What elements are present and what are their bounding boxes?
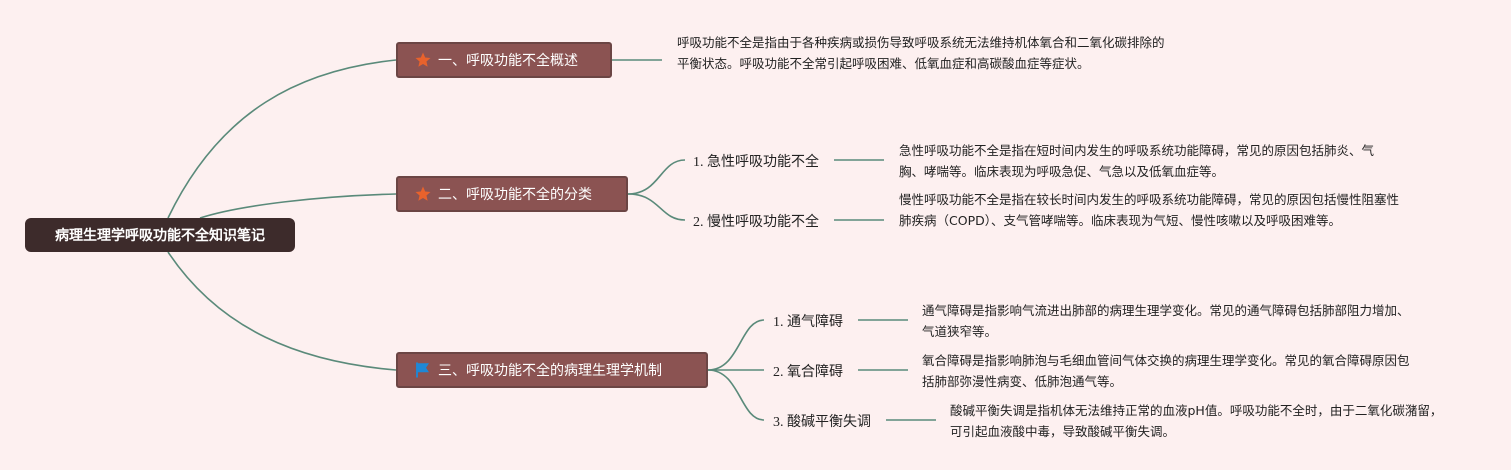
branch-mechanism-label: 三、呼吸功能不全的病理生理学机制 bbox=[438, 363, 662, 379]
connector-branch-2-child-1 bbox=[627, 159, 686, 195]
star-icon bbox=[414, 51, 432, 69]
branch-overview-description: 呼吸功能不全是指由于各种疾病或损伤导致呼吸系统无法维持机体氧合和二氧化碳排除的平… bbox=[677, 35, 1165, 71]
connector-root-branch-3 bbox=[167, 251, 397, 371]
subtopic-ventilation[interactable]: 1. 通气障碍 bbox=[773, 315, 843, 330]
branch-classification-label: 二、呼吸功能不全的分类 bbox=[438, 187, 592, 203]
connector-root-branch-2 bbox=[199, 193, 397, 219]
flag-icon bbox=[414, 361, 432, 379]
subtopic-oxygenation-description: 氧合障碍是指影响肺泡与毛细血管间气体交换的病理生理学变化。常见的氧合障碍原因包括… bbox=[922, 353, 1410, 389]
subtopic-oxygenation[interactable]: 2. 氧合障碍 bbox=[773, 365, 843, 380]
branch-mechanism[interactable]: 三、呼吸功能不全的病理生理学机制 bbox=[396, 352, 708, 388]
branch-overview-label: 一、呼吸功能不全概述 bbox=[438, 53, 578, 69]
star-icon bbox=[414, 185, 432, 203]
connector-branch-3-child-1 bbox=[707, 319, 765, 371]
branch-classification[interactable]: 二、呼吸功能不全的分类 bbox=[396, 176, 628, 212]
subtopic-ventilation-description: 通气障碍是指影响气流进出肺部的病理生理学变化。常见的通气障碍包括肺部阻力增加、气… bbox=[922, 303, 1410, 339]
connector-branch-3-child-3 bbox=[707, 369, 765, 421]
subtopic-acute[interactable]: 1. 急性呼吸功能不全 bbox=[693, 155, 819, 170]
subtopic-acid-base[interactable]: 3. 酸碱平衡失调 bbox=[773, 415, 871, 430]
subtopic-chronic-description: 慢性呼吸功能不全是指在较长时间内发生的呼吸系统功能障碍，常见的原因包括慢性阻塞性… bbox=[899, 192, 1400, 228]
subtopic-acute-description: 急性呼吸功能不全是指在短时间内发生的呼吸系统功能障碍，常见的原因包括肺炎、气胸、… bbox=[899, 143, 1375, 179]
subtopic-acid-base-description: 酸碱平衡失调是指机体无法维持正常的血液pH值。呼吸功能不全时，由于二氧化碳潴留，… bbox=[950, 403, 1443, 439]
branch-overview[interactable]: 一、呼吸功能不全概述 bbox=[396, 42, 612, 78]
root-topic[interactable]: 病理生理学呼吸功能不全知识笔记 bbox=[25, 218, 295, 252]
connector-root-branch-1 bbox=[167, 59, 397, 219]
subtopic-chronic[interactable]: 2. 慢性呼吸功能不全 bbox=[693, 215, 819, 230]
root-topic-label: 病理生理学呼吸功能不全知识笔记 bbox=[55, 228, 265, 244]
connector-branch-2-child-2 bbox=[627, 193, 686, 221]
